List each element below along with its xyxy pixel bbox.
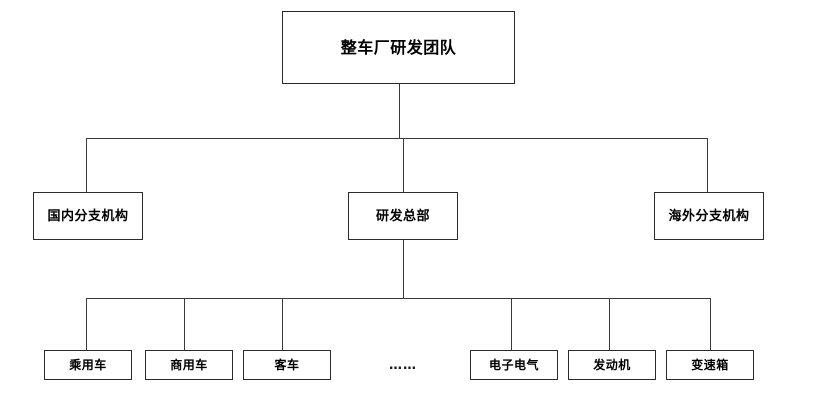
node-domestic-branch[interactable]: 国内分支机构 [33,192,143,240]
node-rd-headquarters[interactable]: 研发总部 [348,192,458,240]
connector-tier1-drop-left [86,138,87,192]
node-bus[interactable]: 客车 [243,350,331,380]
connector-tier1-drop-right [707,138,708,192]
node-passenger-vehicle[interactable]: 乘用车 [44,350,132,380]
connector-tier1-bar [86,138,708,139]
connector-tier2-bar [86,298,711,299]
connector-tier2-drop-passenger [86,298,87,350]
node-more-ellipsis: …… [389,357,417,373]
connector-tier2-drop-commercial [184,298,185,350]
node-overseas-branch[interactable]: 海外分支机构 [654,192,764,240]
connector-tier1-drop-center [403,138,404,192]
node-commercial-vehicle[interactable]: 商用车 [145,350,233,380]
connector-tier2-drop-engine [609,298,610,350]
node-transmission[interactable]: 变速箱 [666,350,754,380]
node-vehicle-oem-rd-team[interactable]: 整车厂研发团队 [282,11,515,84]
connector-tier2-drop-bus [282,298,283,350]
node-engine[interactable]: 发动机 [568,350,656,380]
connector-root-trunk [399,84,400,138]
node-electronics-electrical[interactable]: 电子电气 [470,350,558,380]
connector-tier2-drop-transmission [710,298,711,350]
connector-rd-trunk [403,240,404,298]
connector-tier2-drop-electronics [511,298,512,350]
